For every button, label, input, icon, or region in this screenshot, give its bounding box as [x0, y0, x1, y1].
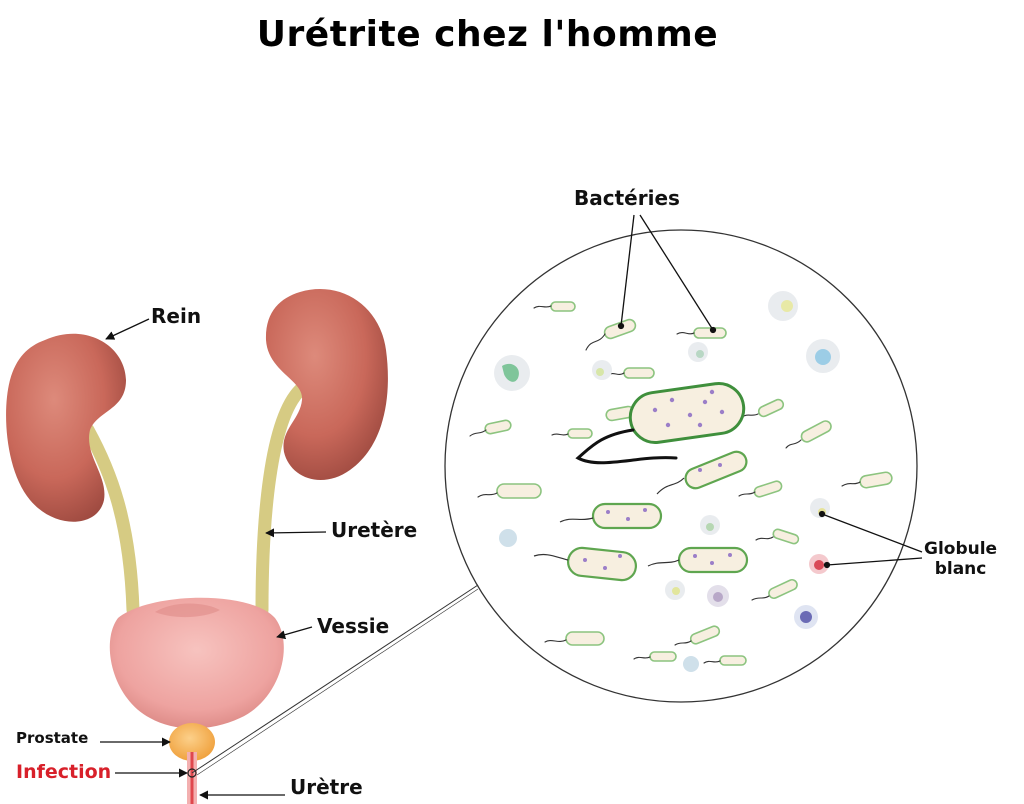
infection-marker: [187, 768, 197, 778]
bladder-label: Vessie: [317, 614, 390, 638]
kidney-label: Rein: [151, 304, 202, 328]
diagram-title: Urétrite chez l'homme: [256, 14, 719, 55]
left-kidney: [6, 333, 127, 522]
bladder: [109, 597, 284, 729]
large-bacterium: [628, 382, 746, 444]
white-blood-cell-label-line1: Globule: [924, 539, 998, 559]
infection-label: Infection: [16, 761, 112, 783]
ureter-label: Uretère: [331, 518, 418, 542]
right-ureter: [255, 383, 307, 617]
prostate: [169, 723, 215, 761]
right-kidney: [265, 289, 388, 481]
white-blood-cell-label-line2: blanc: [934, 558, 987, 579]
prostate-label: Prostate: [16, 729, 89, 747]
magnified-view: [444, 229, 918, 703]
left-ureter: [81, 423, 140, 617]
bacteria-group: [484, 301, 893, 666]
white-blood-cell-label: Globule blanc: [924, 539, 998, 579]
white-blood-cells: [494, 291, 840, 672]
bacteria-label: Bactéries: [574, 186, 680, 210]
urethra-label: Urètre: [290, 775, 363, 799]
